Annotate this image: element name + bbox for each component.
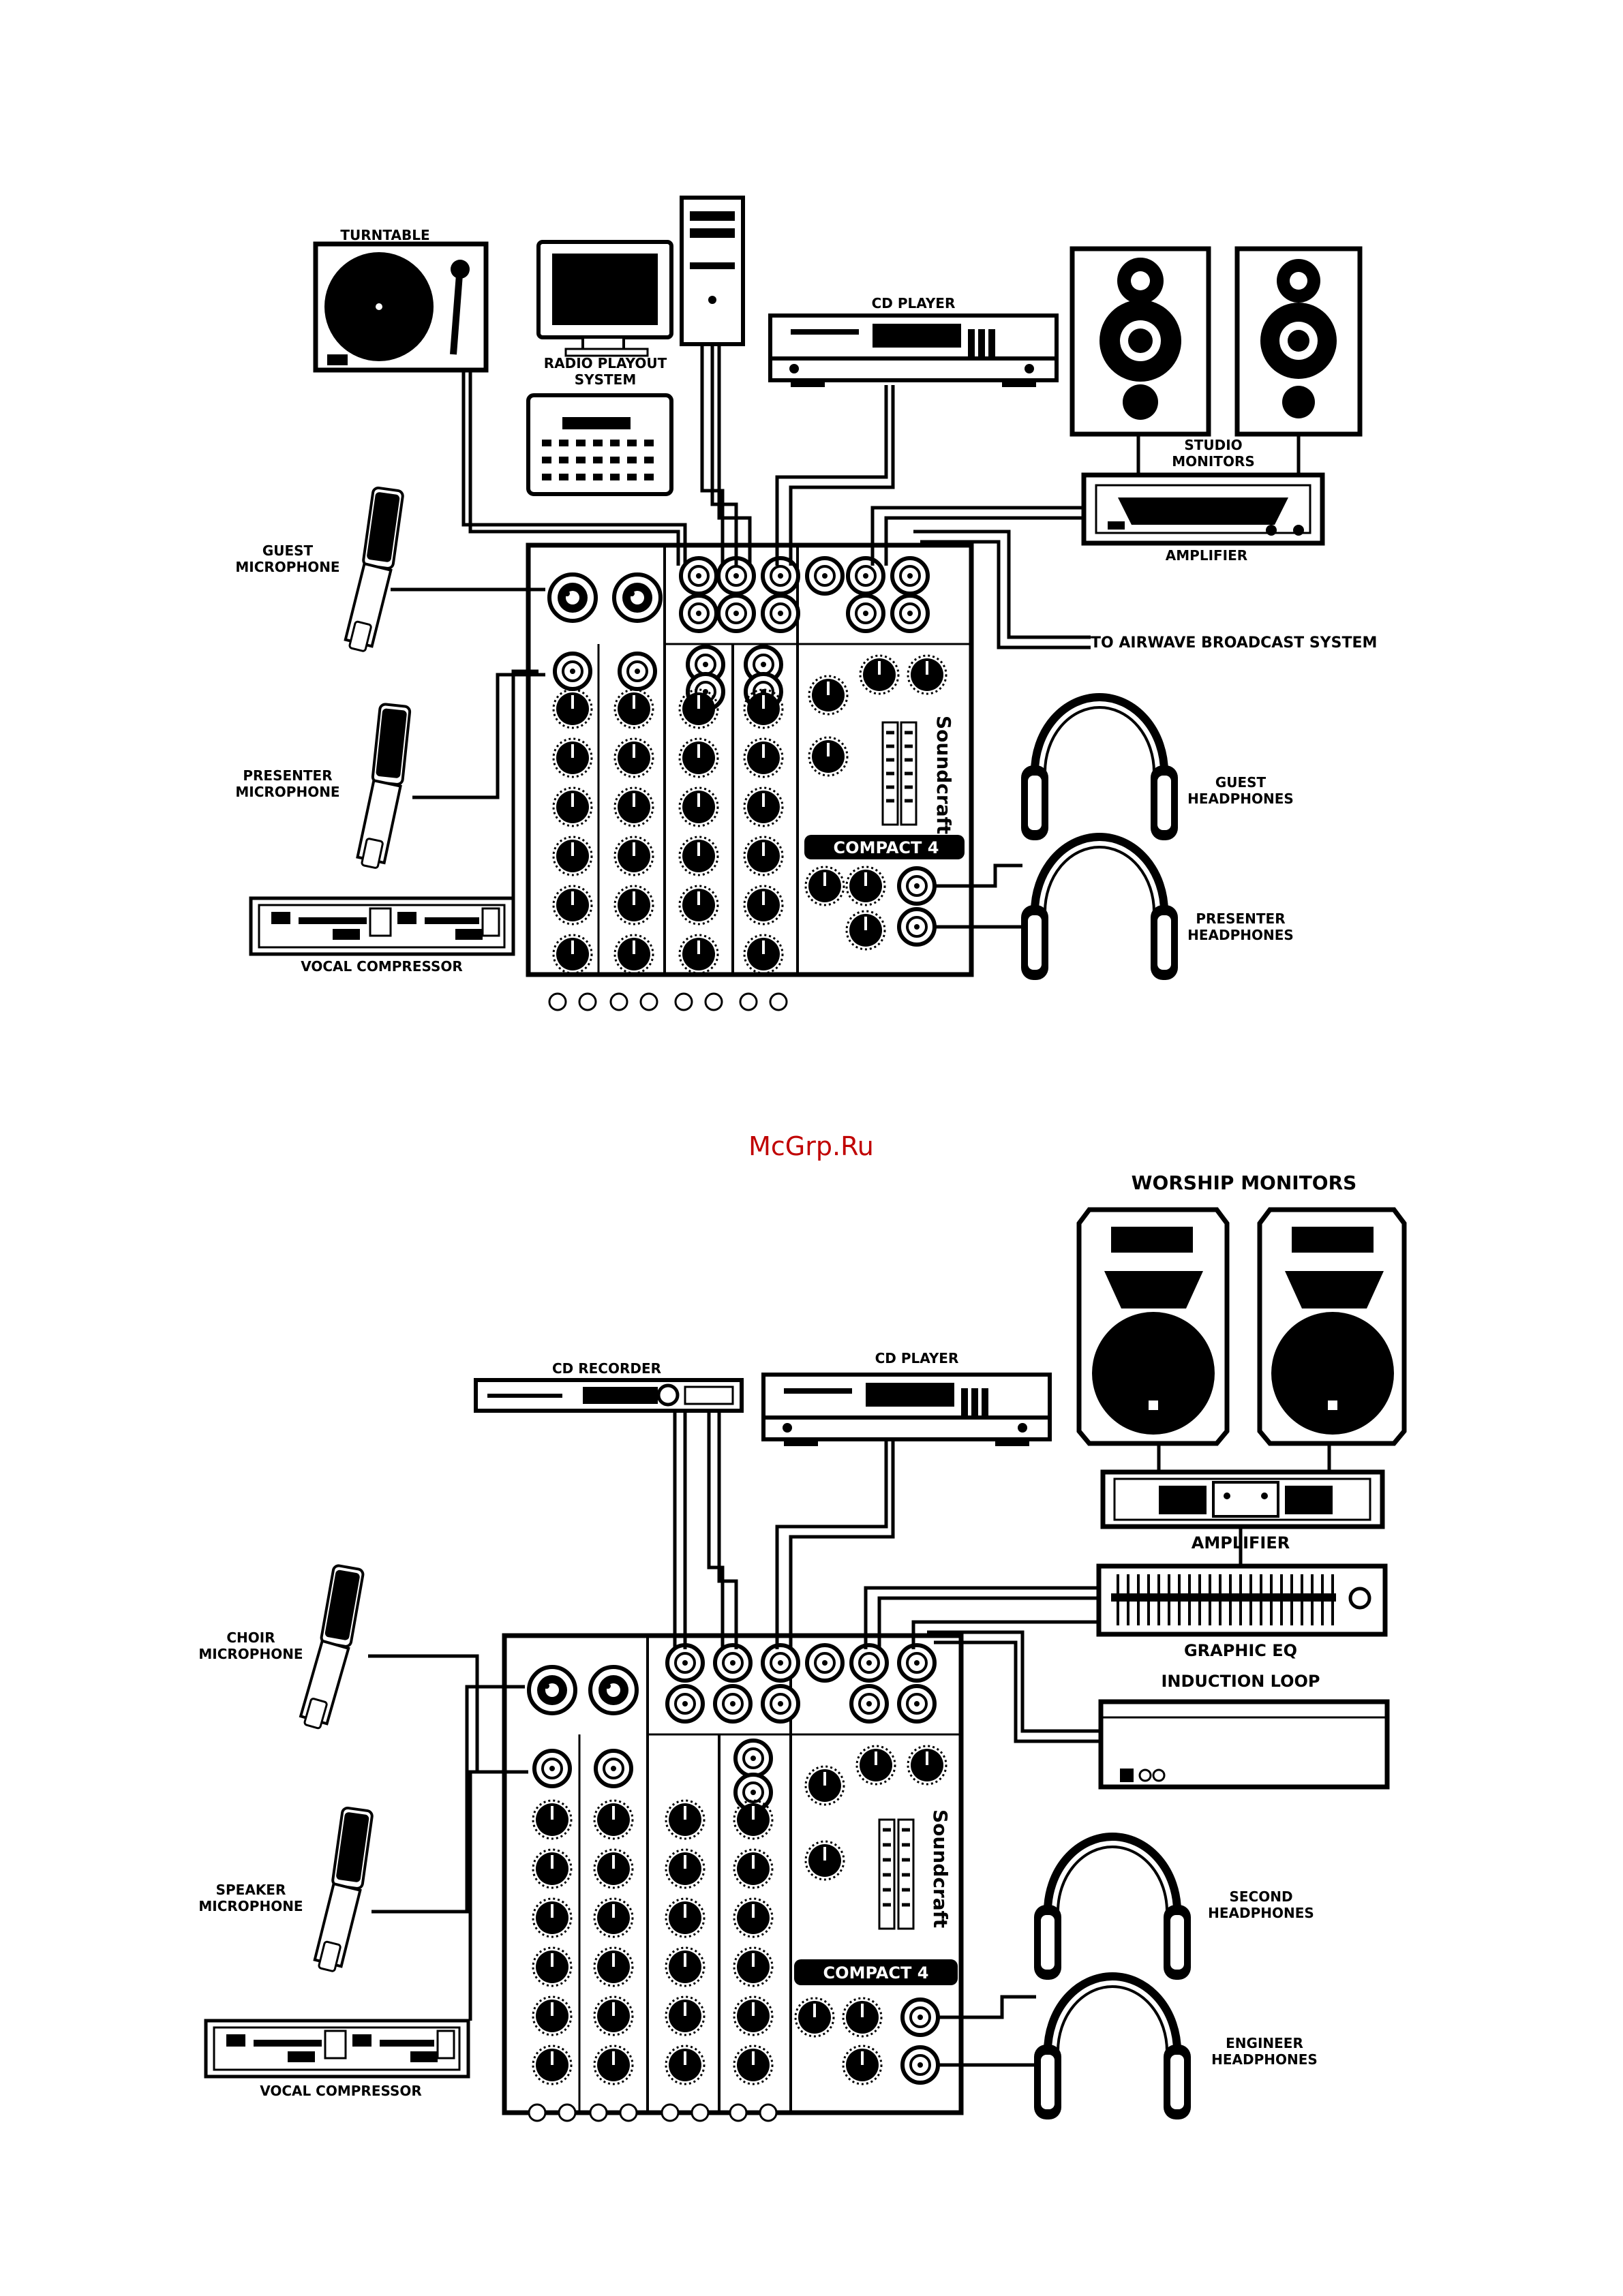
diagram-bottom: Soundcraft COMPACT 4 WORSHIP MONITORS — [198, 1172, 1407, 2121]
record-jack-r-bottom[interactable] — [763, 1686, 798, 1721]
mixer-model-bottom: COMPACT 4 — [823, 1963, 929, 1983]
main-out-l-bottom[interactable] — [851, 1645, 887, 1681]
vocal-compressor-label-top: VOCAL COMPRESSOR — [301, 958, 463, 975]
main-out-l[interactable] — [848, 558, 883, 594]
mixer-top: Soundcraft COMPACT 4 — [526, 542, 974, 1010]
induction-loop: INDUCTION LOOP — [1098, 1672, 1390, 1790]
turntable-label: TURNTABLE — [340, 227, 429, 243]
stereo-jack-4l-bottom[interactable] — [715, 1645, 750, 1681]
vocal-compressor-bottom: VOCAL COMPRESSOR — [206, 2021, 468, 2099]
mix-out-l-bottom[interactable] — [899, 1645, 935, 1681]
record-jack-l-bottom[interactable] — [763, 1645, 798, 1681]
cd-player-top: CD PLAYER — [770, 295, 1057, 387]
phones-jack-1[interactable] — [899, 868, 935, 904]
xlr-input-2-bottom[interactable] — [590, 1667, 637, 1713]
pc-tower — [680, 196, 745, 346]
vocal-compressor-label-bottom: VOCAL COMPRESSOR — [260, 2083, 422, 2099]
stereo-jack-4r-bottom[interactable] — [715, 1686, 750, 1721]
mixer-brand: Soundcraft — [932, 716, 955, 834]
graphic-eq: GRAPHIC EQ — [1096, 1563, 1388, 1660]
xlr-input-1-bottom[interactable] — [529, 1667, 575, 1713]
model-badge-bottom — [794, 1959, 958, 1985]
insert-jack-2-bottom[interactable] — [596, 1751, 631, 1786]
cd-recorder-label: CD RECORDER — [552, 1360, 661, 1377]
phones-jack-1-bottom[interactable] — [902, 2000, 938, 2035]
mono-out-jack[interactable] — [807, 558, 843, 594]
amplifier-bottom: AMPLIFIER — [1100, 1469, 1385, 1552]
mix-out-l[interactable] — [892, 558, 928, 594]
insert-jack-2[interactable] — [620, 654, 655, 689]
xlr-input-1[interactable] — [549, 575, 596, 621]
stereo-in-a-bottom[interactable] — [735, 1741, 771, 1776]
worship-monitors: WORSHIP MONITORS — [1076, 1172, 1407, 1446]
mix-out-r-bottom[interactable] — [899, 1686, 935, 1721]
mixer-brand-bottom: Soundcraft — [929, 1809, 952, 1928]
amplifier-label-top: AMPLIFIER — [1166, 547, 1247, 564]
insert-jack-1-bottom[interactable] — [534, 1751, 570, 1786]
cd-recorder: CD RECORDER — [474, 1360, 744, 1413]
mixer-bottom: Soundcraft COMPACT 4 — [502, 1633, 964, 2121]
cd-player-bottom: CD PLAYER — [763, 1350, 1050, 1446]
amplifier-top: AMPLIFIER — [1081, 472, 1325, 564]
model-badge — [804, 835, 965, 859]
airwave-label: TO AIRWAVE BROADCAST SYSTEM — [1091, 634, 1377, 652]
watermark-text: McGrp.Ru — [748, 1131, 874, 1161]
record-jack-r[interactable] — [763, 596, 798, 631]
mixer-model: COMPACT 4 — [834, 838, 939, 857]
mix-out-r[interactable] — [892, 596, 928, 631]
main-out-r-bottom[interactable] — [851, 1686, 887, 1721]
phones-jack-2-bottom[interactable] — [902, 2047, 938, 2083]
insert-jack-1[interactable] — [555, 654, 590, 689]
turntable: TURNTABLE — [313, 227, 489, 373]
stereo-jack-4r[interactable] — [718, 596, 754, 631]
main-out-r[interactable] — [848, 596, 883, 631]
xlr-input-2[interactable] — [614, 575, 661, 621]
induction-loop-label: INDUCTION LOOP — [1161, 1672, 1320, 1691]
cables-top — [391, 344, 1301, 929]
stereo-jack-3r[interactable] — [681, 596, 716, 631]
diagram-top: Soundcraft COMPACT 4 TURNTABLE RADIO PLA… — [235, 196, 1377, 1010]
worship-monitors-label: WORSHIP MONITORS — [1132, 1172, 1357, 1194]
vocal-compressor-top: VOCAL COMPRESSOR — [251, 898, 513, 975]
stereo-jack-3r-bottom[interactable] — [667, 1686, 703, 1721]
phones-jack-2[interactable] — [899, 909, 935, 945]
cables-bottom — [368, 1411, 1331, 2067]
cd-player-label-bottom: CD PLAYER — [875, 1350, 959, 1366]
graphic-eq-label: GRAPHIC EQ — [1184, 1641, 1297, 1660]
cd-player-label: CD PLAYER — [872, 295, 956, 311]
mono-out-jack-bottom[interactable] — [807, 1645, 843, 1681]
record-jack-l[interactable] — [763, 558, 798, 594]
stereo-jack-3l-bottom[interactable] — [667, 1645, 703, 1681]
